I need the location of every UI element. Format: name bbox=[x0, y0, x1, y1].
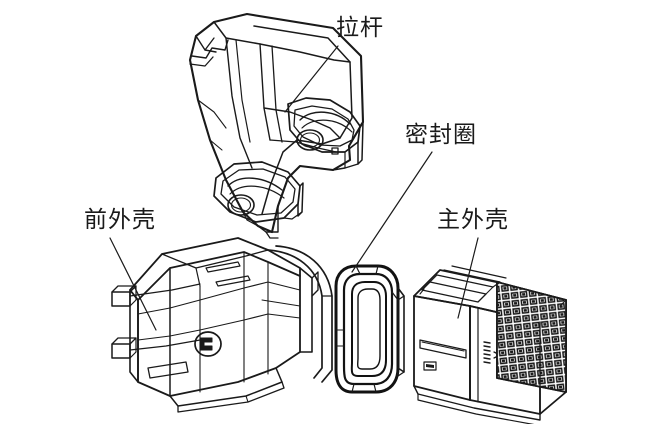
leader-main-housing bbox=[457, 237, 479, 319]
callout-label-seal: 密封圈 bbox=[405, 121, 477, 147]
leader-front-housing bbox=[109, 237, 157, 331]
part-main-housing bbox=[413, 265, 567, 424]
callout-label-front-housing: 前外壳 bbox=[84, 206, 156, 232]
leader-lever bbox=[284, 45, 339, 113]
leader-seal bbox=[351, 151, 433, 273]
callout-label-main-housing: 主外壳 bbox=[437, 206, 509, 232]
part-lever bbox=[188, 12, 365, 239]
part-seal-ring bbox=[334, 264, 405, 394]
part-front-housing bbox=[111, 237, 333, 413]
callout-label-lever: 拉杆 bbox=[336, 14, 384, 40]
leader-lines bbox=[109, 45, 479, 331]
